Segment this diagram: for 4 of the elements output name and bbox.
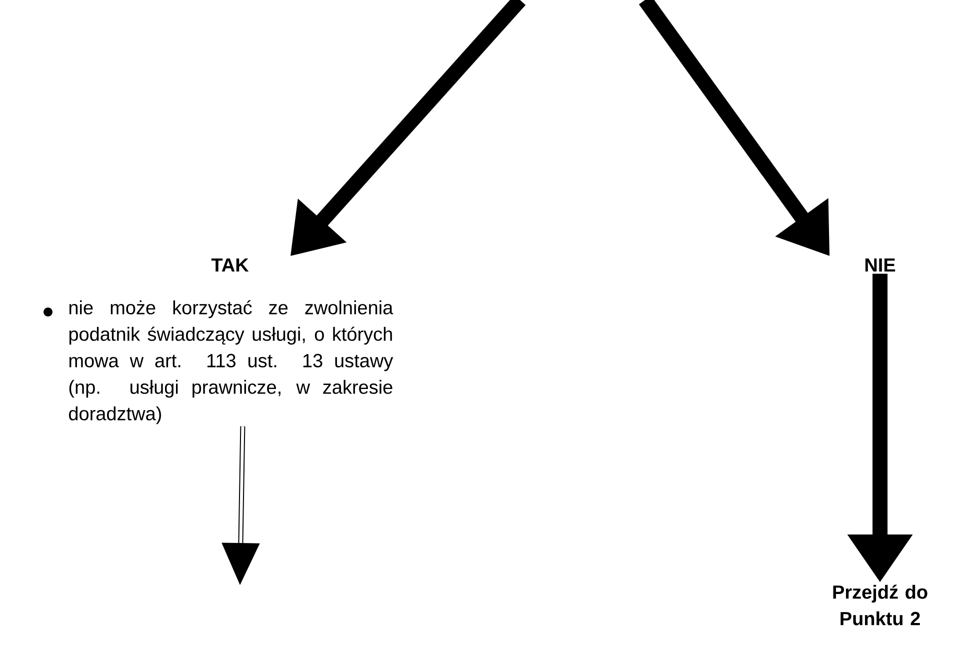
answer-label: TAK — [211, 258, 249, 272]
answer-label: NIE — [865, 258, 896, 272]
bullet-text: nie może korzystać ze zwolnienia podatnik świadczący usługi, o których mowa w art. 113 ust. 13 ustawy (np. usługi prawnicze, w zakresie doradztwa) — [69, 300, 394, 424]
instruction-text: Przejdź do Punktu 2 — [833, 584, 928, 626]
